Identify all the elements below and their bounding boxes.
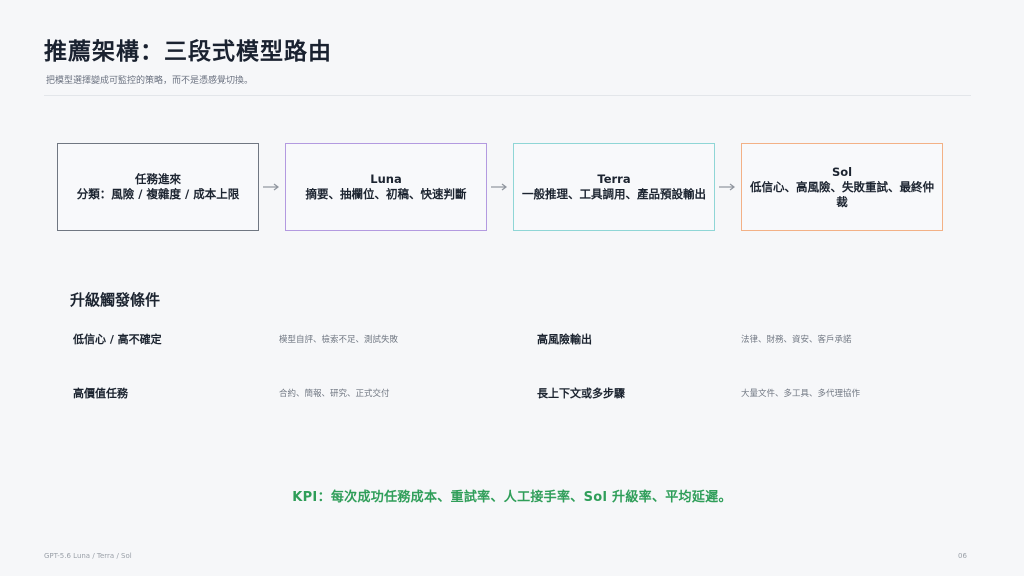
page-subtitle: 把模型選擇變成可監控的策略，而不是憑感覺切換。 (46, 76, 254, 86)
flow-step-terra: Terra 一般推理、工具調用、產品預設輸出 (513, 143, 715, 231)
flow-step-desc: 分類：風險 / 複雜度 / 成本上限 (76, 187, 240, 201)
kpi-statement: KPI：每次成功任務成本、重試率、人工接手率、Sol 升級率、平均延遲。 (292, 490, 732, 505)
page-number: 06 (958, 552, 967, 560)
flow-step-sol: Sol 低信心、高風險、失敗重試、最終仲裁 (741, 143, 943, 231)
flow-step-intake: 任務進來 分類：風險 / 複雜度 / 成本上限 (57, 143, 259, 231)
flow-step-title: Terra (597, 172, 631, 186)
footer-caption: GPT-5.6 Luna / Terra / Sol (44, 552, 132, 560)
condition-label: 高風險輸出 (537, 333, 592, 346)
flow-step-desc: 低信心、高風險、失敗重試、最終仲裁 (750, 179, 934, 209)
condition-desc: 法律、財務、資安、客戶承諾 (741, 335, 852, 345)
flow-step-desc: 一般推理、工具調用、產品預設輸出 (522, 187, 706, 201)
page-title: 推薦架構：三段式模型路由 (44, 39, 332, 65)
arrow-right-icon (487, 183, 513, 191)
flow-step-desc: 摘要、抽欄位、初稿、快速判斷 (305, 187, 467, 201)
flow-step-title: Luna (370, 172, 402, 186)
flow-step-title: 任務進來 (134, 172, 181, 186)
arrow-right-icon (259, 183, 285, 191)
condition-label: 高價值任務 (73, 387, 128, 400)
condition-label: 低信心 / 高不確定 (73, 333, 162, 346)
section-title: 升級觸發條件 (70, 291, 161, 309)
arrow-right-icon (715, 183, 741, 191)
flow-step-title: Sol (831, 164, 853, 179)
condition-label: 長上下文或多步驟 (537, 387, 625, 400)
condition-desc: 大量文件、多工具、多代理協作 (741, 389, 861, 399)
condition-desc: 合約、簡報、研究、正式交付 (279, 389, 390, 399)
routing-flow: 任務進來 分類：風險 / 複雜度 / 成本上限 Luna 摘要、抽欄位、初稿、快… (57, 143, 943, 231)
flow-step-luna: Luna 摘要、抽欄位、初稿、快速判斷 (285, 143, 487, 231)
condition-desc: 模型自評、檢索不足、測試失敗 (279, 335, 399, 345)
header-divider (44, 95, 971, 96)
